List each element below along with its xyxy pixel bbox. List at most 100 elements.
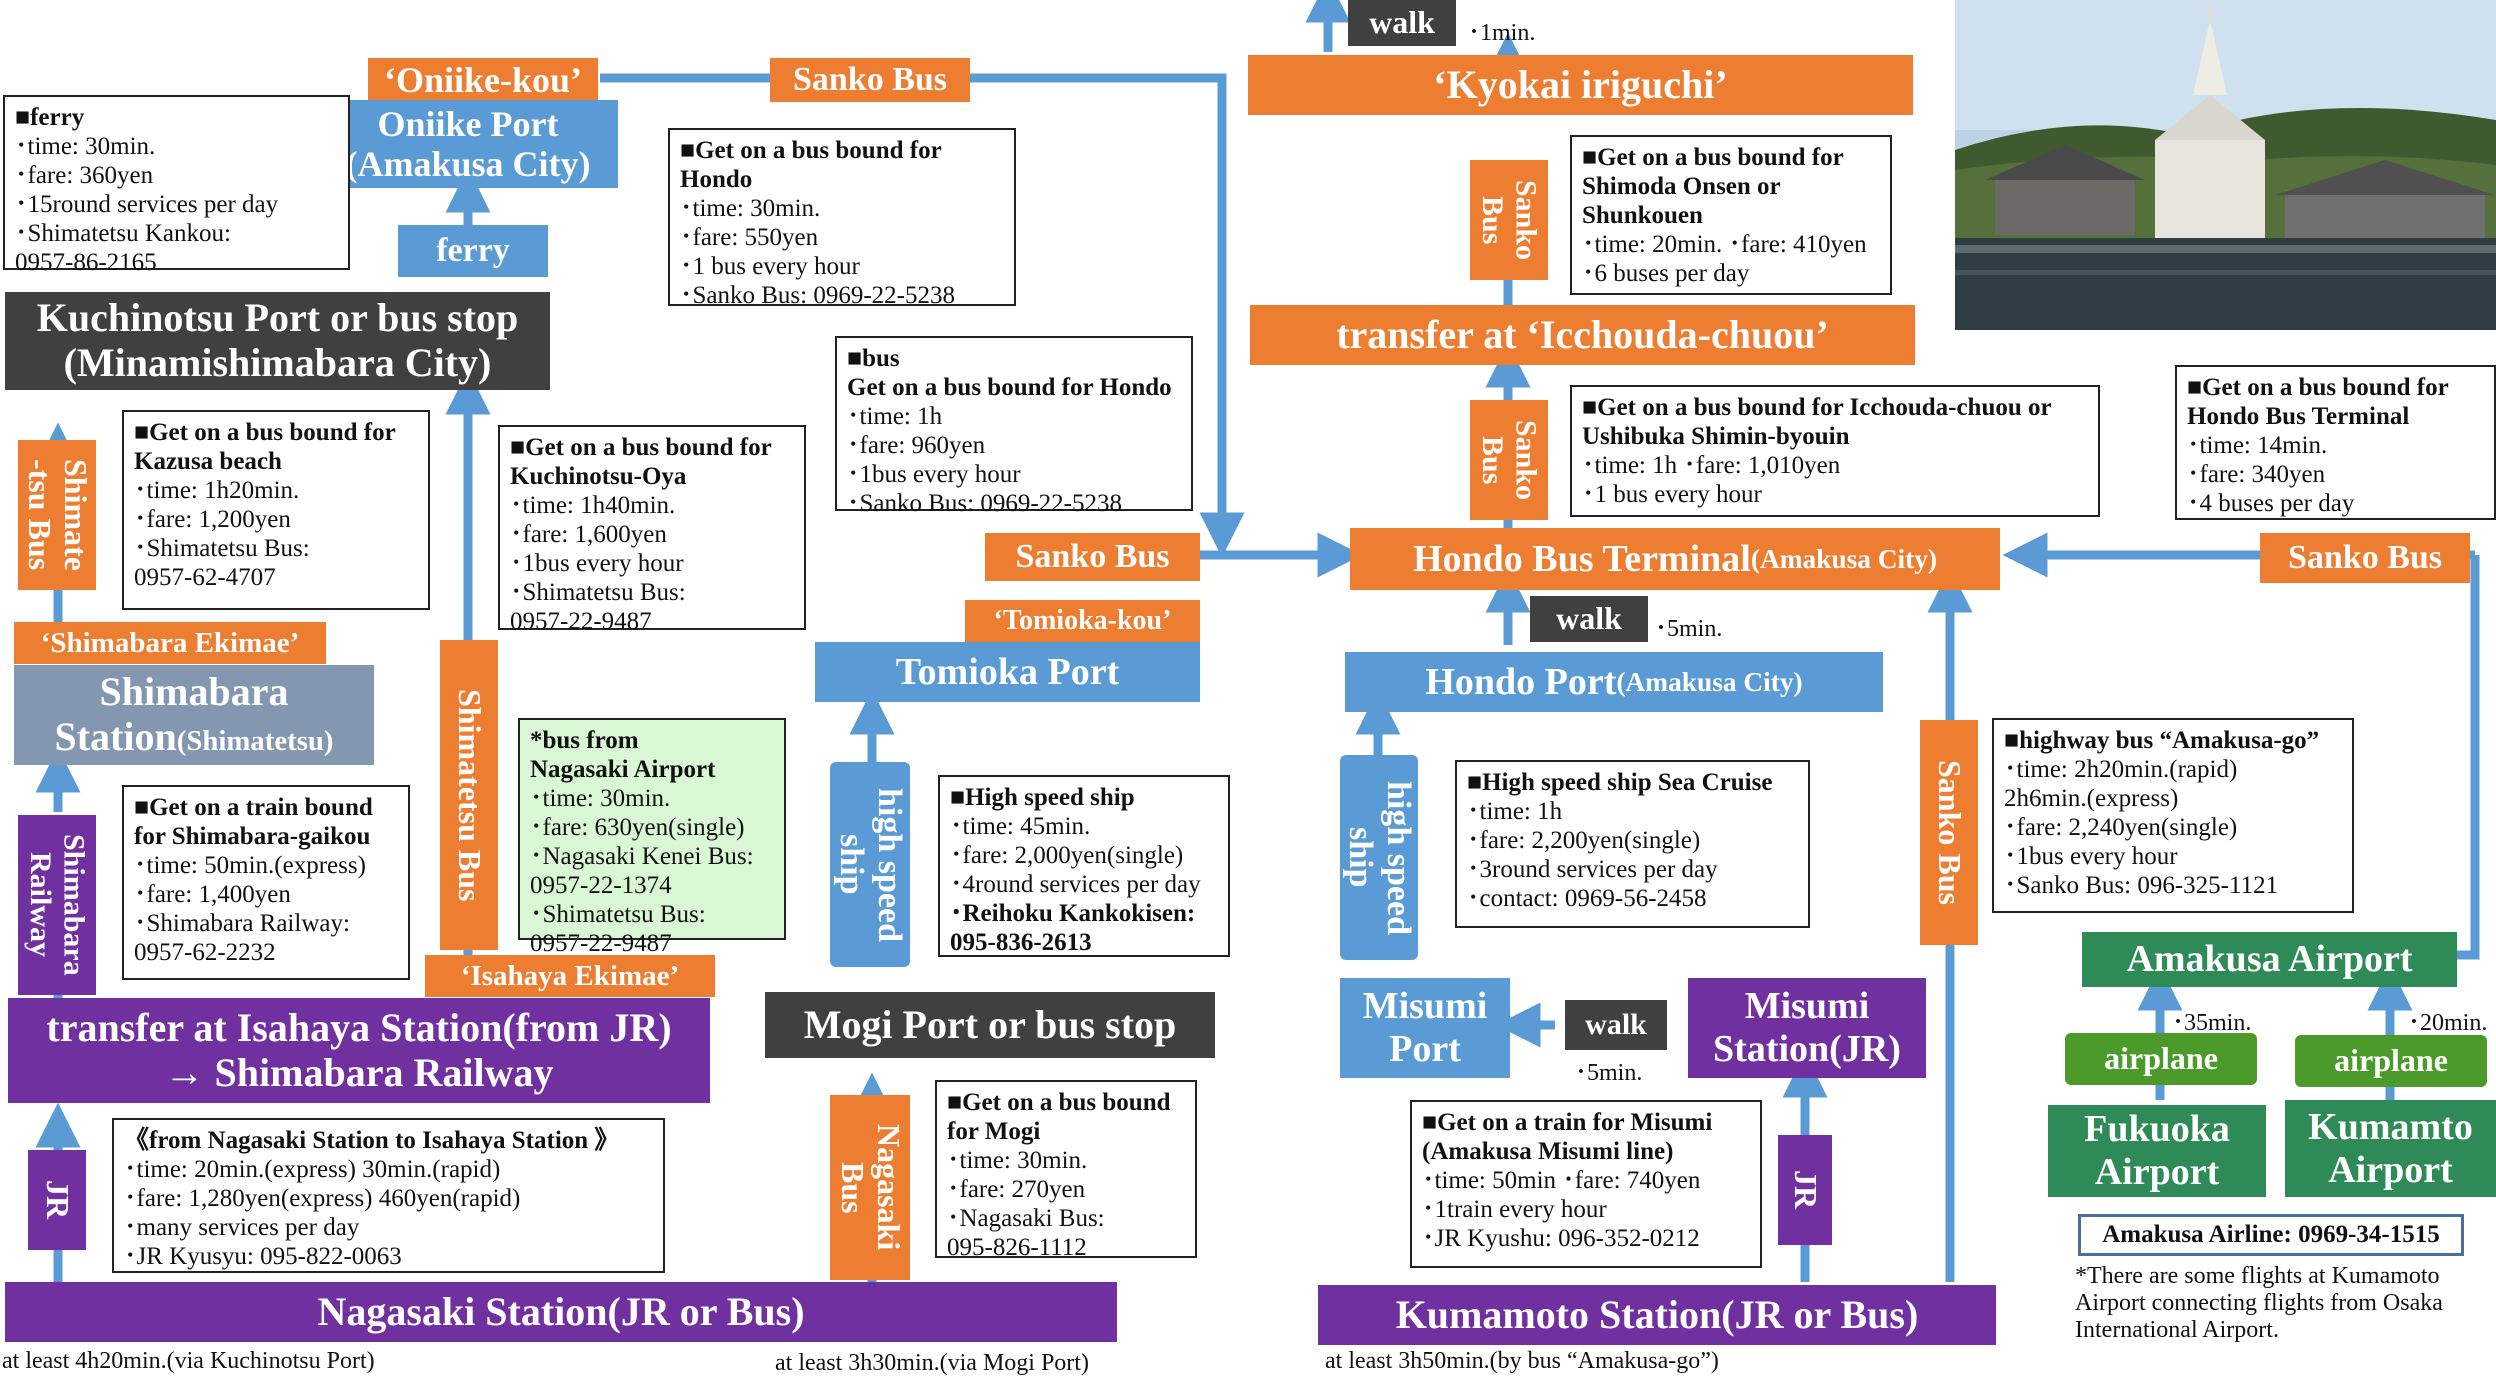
shimatetsu-bus-vertical-2: Shimatetsu Bus [440,640,498,950]
amakusa-airline-contact: Amakusa Airline: 0969-34-1515 [2078,1214,2464,1256]
kyokai-iriguchi-text: ‘Kyokai iriguchi’ [1433,61,1728,107]
sanko-bus-right-text: Sanko Bus [2287,538,2443,576]
walk-low-text: walk [1585,1008,1647,1042]
info-high-speed-ship: ■High speed ship ･time: 45min. ･fare: 2,… [938,775,1230,957]
info-hondo-terminal: ■Get on a bus bound for Hondo Bus Termin… [2175,365,2496,520]
shimabara-ekimae-label: ‘Shimabara Ekimae’ [14,622,326,664]
fukuoka-airport: Fukuoka Airport [2048,1105,2266,1197]
walk-low: walk [1565,1000,1667,1050]
oniike-kou-text: ‘Oniike-kou’ [383,59,583,100]
misumi-station-word: Station(JR) [1713,1028,1901,1070]
info-highway-bus: ■highway bus “Amakusa-go” ･time: 2h20min… [1992,718,2354,913]
info-hondo-terminal-body: ･time: 14min. ･fare: 340yen ･4 buses per… [2187,432,2355,517]
info-icchouda-body: ･time: 1h ･fare: 1,010yen ･1 bus every h… [1582,452,1841,508]
info-nagasaki-airport-body: ･time: 30min. ･fare: 630yen(single) ･Nag… [530,785,754,957]
kuchinotsu-port: Kuchinotsu Port or bus stop (Minamishima… [5,292,550,390]
transfer-isahaya: transfer at Isahaya Station(from JR) → S… [8,998,710,1103]
isahaya-ekimae-label: ‘Isahaya Ekimae’ [425,955,715,997]
kumamoto-airport-word: Airport [2328,1148,2453,1191]
shimabara-station-word: Station [54,714,177,759]
info-bus-hondo: ■bus Get on a bus bound for Hondo ･time:… [835,336,1193,517]
info-kazusa: ■Get on a bus bound for Kazusa beach ･ti… [122,410,430,610]
fukuoka-airport-name: Fukuoka [2084,1108,2230,1151]
sanko-bus-mid: Sanko Bus [985,533,1200,581]
shimabara-railway-vertical-text: Shimabara Railway [24,834,91,976]
hondo-port-name: Hondo Port [1425,660,1617,703]
info-ferry-body: ･time: 30min. ･fare: 360yen ･15round ser… [15,133,279,276]
transfer-icchouda-text: transfer at ‘Icchouda-chuou’ [1336,311,1829,357]
shimabara-station: Shimabara Station(Shimatetsu) [14,665,374,765]
info-kuchinotsu-oya-heading: ■Get on a bus bound for Kuchinotsu-Oya [510,434,772,490]
info-shimoda-body: ･time: 20min. ･fare: 410yen ･6 buses per… [1582,231,1867,287]
nagasaki-bus-vertical-text: Nagasaki Bus [835,1124,907,1251]
info-kuchinotsu-oya: ■Get on a bus bound for Kuchinotsu-Oya ･… [498,425,806,635]
hondo-port: Hondo Port(Amakusa City) [1345,652,1883,712]
shimabara-ekimae-text: ‘Shimabara Ekimae’ [40,626,300,659]
shimabara-station-operator: (Shimatetsu) [176,725,334,757]
hondo-bus-terminal: Hondo Bus Terminal(Amakusa City) [1350,528,2000,590]
flights-note: *There are some flights at Kumamoto Airp… [2075,1263,2443,1343]
misumi-station: Misumi Station(JR) [1688,978,1926,1078]
high-speed-ship-vertical-1: high speed ship [830,762,910,967]
kuchinotsu-name: Kuchinotsu Port or bus stop [36,295,519,341]
misumi-port-word: Port [1389,1028,1461,1070]
airplane-kumamoto-text: airplane [2334,1042,2448,1079]
info-icchouda: ■Get on a bus bound for Icchouda-chuou o… [1570,385,2100,517]
misumi-port-name: Misumi [1362,985,1488,1028]
info-icchouda-heading: ■Get on a bus bound for Icchouda-chuou o… [1582,394,2052,450]
shimatetsu-bus-vertical-2-text: Shimatetsu Bus [451,688,488,902]
info-shimoda: ■Get on a bus bound for Shimoda Onsen or… [1570,135,1892,295]
info-shimabara-gaikou: ■Get on a train bound for Shimabara-gaik… [122,785,410,980]
nagasaki-bus-vertical: Nagasaki Bus [830,1095,910,1280]
sanko-bus-top: Sanko Bus [770,58,970,102]
info-hss-heading: ■High speed ship [950,784,1135,811]
tomioka-port-text: Tomioka Port [895,650,1120,693]
info-nagasaki-airport-heading: *bus from Nagasaki Airport [530,727,716,783]
airplane-kumamoto: airplane [2295,1035,2487,1087]
kuchinotsu-city: (Minamishimabara City) [63,340,492,385]
ferry-text: ferry [436,231,510,269]
walk-low-time: ･5min. [1575,1060,1643,1086]
info-bus-hondo-heading: ■bus Get on a bus bound for Hondo [847,345,1172,401]
church-photo [1955,0,2496,330]
info-sea-cruise-body: ･time: 1h ･fare: 2,200yen(single) ･3roun… [1467,798,1718,912]
info-hss-contact: ･Reihoku Kankokisen: 095-836-2613 [950,900,1196,956]
info-highway-body: ･time: 2h20min.(rapid) 2h6min.(express) … [2004,756,2279,899]
info-ferry: ■ferry ･time: 30min. ･fare: 360yen ･15ro… [3,95,350,276]
info-misumi-body: ･time: 50min ･fare: 740yen ･1train every… [1422,1167,1701,1252]
misumi-station-name: Misumi [1744,985,1870,1028]
hondo-terminal-name: Hondo Bus Terminal [1412,537,1751,580]
isahaya-ekimae-text: ‘Isahaya Ekimae’ [460,959,680,992]
sanko-bus-vertical-1: Sanko Bus [1470,160,1548,280]
oniike-port: Oniike Port (Amakusa City) [318,100,618,188]
kyokai-iriguchi: ‘Kyokai iriguchi’ [1248,55,1913,115]
sanko-bus-vertical-3-text: Sanko Bus [1931,760,1968,905]
tomioka-kou-text: ‘Tomioka-kou’ [993,605,1172,637]
sanko-bus-vertical-1-text: Sanko Bus [1476,179,1543,261]
church-photo-image [1955,0,2496,330]
info-shimabara-gaikou-heading: ■Get on a train bound for Shimabara-gaik… [134,794,373,850]
ferry-label: ferry [398,225,548,277]
info-isahaya: 《from Nagasaki Station to Isahaya Statio… [112,1118,665,1273]
info-hss-body: ･time: 45min. ･fare: 2,000yen(single) ･4… [950,813,1201,898]
sanko-bus-vertical-2: Sanko Bus [1470,400,1548,520]
sanko-bus-vertical-2-text: Sanko Bus [1476,419,1543,501]
shimabara-station-name: Shimabara [99,669,289,715]
info-ferry-heading: ■ferry [15,104,85,131]
amakusa-airport-text: Amakusa Airport [2126,938,2413,981]
kumamoto-airport-name: Kumamto [2308,1105,2473,1148]
nagasaki-station-text: Nagasaki Station(JR or Bus) [317,1288,805,1334]
tomioka-port: Tomioka Port [815,642,1200,702]
info-kazusa-body: ･time: 1h20min. ･fare: 1,200yen ･Shimate… [134,477,310,591]
jr-right-text: JR [1787,1170,1824,1210]
transfer-icchouda: transfer at ‘Icchouda-chuou’ [1250,305,1915,365]
info-hondo-bus: ■Get on a bus bound for Hondo ･time: 30m… [668,128,1016,309]
bottom-note-left: at least 4h20min.(via Kuchinotsu Port) [2,1348,375,1374]
info-misumi-train: ■Get on a train for Misumi (Amakusa Misu… [1410,1100,1762,1268]
airplane-fukuoka-text: airplane [2104,1040,2218,1077]
airplane-fukuoka: airplane [2065,1033,2257,1085]
walk-top-time: ･1min. [1468,20,1536,46]
info-nagasaki-airport: *bus from Nagasaki Airport ･time: 30min.… [518,718,786,957]
info-bus-hondo-body: ･time: 1h ･fare: 960yen ･1bus every hour… [847,403,1123,517]
walk-mid: walk [1530,596,1648,642]
